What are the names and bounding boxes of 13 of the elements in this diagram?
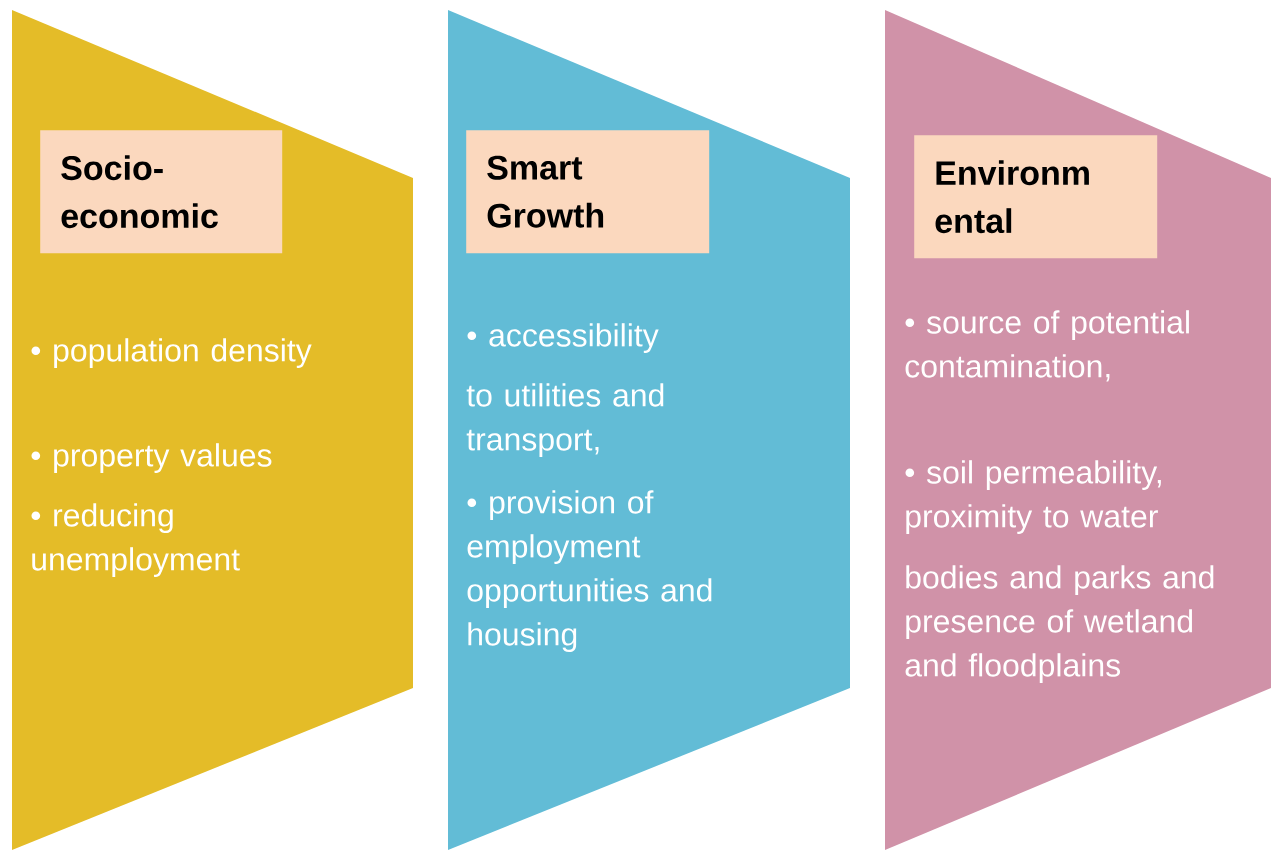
heading-box: Smart Growth xyxy=(466,130,710,254)
heading-box: Socio- economic xyxy=(40,130,283,254)
bullet-text: • source of potential contamination, xyxy=(905,310,1189,382)
bullet-text: • population density xyxy=(31,338,312,368)
chevron-band xyxy=(12,10,413,850)
heading-box: Environm ental xyxy=(914,135,1158,259)
bullet-text: bodies and parks and presence of wetland and floodplains xyxy=(905,565,1214,683)
bullet-text: • provision of employment opportunities and housing xyxy=(467,490,712,652)
bullet-text: • soil permeability, proximity to water xyxy=(905,460,1161,534)
bullet-text: • reducing unemployment xyxy=(31,503,240,577)
bullet-text: to utilities and transport, xyxy=(466,383,664,457)
bullet-text: • property values xyxy=(31,443,272,473)
bullet-text: • accessibility xyxy=(467,323,659,353)
